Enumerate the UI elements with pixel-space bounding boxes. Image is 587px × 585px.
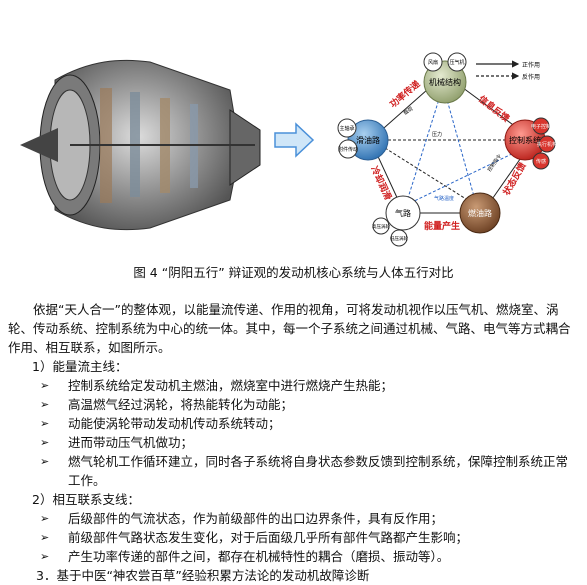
node-gas-path-label: 气路 [395,208,411,218]
sat-right-b: 执行机构 [537,141,557,148]
sat-bl-a: 高压涡轮 [372,223,390,230]
sat-left-a: 主轴承 [339,125,354,132]
five-element-diagram: 正作用 反作用 机械结构 风扇 压气机 滑油路 主轴承 附件传动 控制系统 电子… [337,52,557,247]
figure-caption: 图 4 “阴阳五行” 辩证观的发动机核心系统与人体五行对比 [133,265,454,280]
node-mechanical [423,60,467,104]
sat-bl-b: 低压涡轮 [390,235,408,242]
sat-right-c: 传感 [536,158,546,165]
section1-title: 1）能量流主线： [32,359,128,374]
bullet-item: ➢产生功率传递的部件之间，都存在机械特性的耦合（磨损、振动等）。 [40,549,450,564]
edge-label-energy: 能量产生 [424,220,460,231]
intro-paragraph: 依据“天人合一”的整体观，以能量流传递、作用的视角，可将发动机视作以压气机、燃烧… [8,302,571,355]
node-control-label: 控制系统 [509,135,541,145]
bullet-arrow-icon: ➢ [40,436,50,449]
bullet-item: ➢后级部件的气流状态，作为前级部件的出口边界条件，具有反作用； [40,511,444,526]
sat-left-b: 附件传动 [338,146,358,153]
bullet-item: ➢高温燃气经过涡轮，将热能转化为动能； [40,397,294,412]
edge-label-load: 载荷 [402,105,414,116]
bullet-arrow-icon: ➢ [40,417,50,430]
edge-label-state: 状态反馈 [500,160,528,197]
bullet-item: ➢前级部件气路状态发生变化，对于后面级几乎所有部件气路都产生影响； [40,530,469,545]
bullet-arrow-icon: ➢ [40,398,50,411]
bullet-arrow-icon: ➢ [40,512,50,525]
legend-reverse-label: 反作用 [522,73,540,81]
section2-title: 2）相互联系支线： [32,492,140,507]
node-fuel-label: 燃油路 [468,208,492,218]
sat-top-b: 压气机 [449,59,464,66]
figure-svg: 正作用 反作用 机械结构 风扇 压气机 滑油路 主轴承 附件传动 控制系统 电子… [20,52,557,247]
edge-label-press: 压力 [432,131,442,138]
edge-label-control: 控制指令 [486,153,503,173]
edge-label-power: 功率传递 [387,78,422,110]
edge-label-gastemp: 气路温度 [434,195,454,202]
bullet-item: ➢燃气轮机工作循环建立，同时各子系统将自身状态参数反馈到控制系统，保障控制系统正… [40,454,569,488]
bullet-arrow-icon: ➢ [40,550,50,563]
sat-right-a: 电子控制 [531,123,551,130]
sat-top-a: 风扇 [428,59,438,66]
node-lubrication-label: 滑油路 [356,135,380,145]
bullet-arrow-icon: ➢ [40,531,50,544]
bullet-item: ➢动能使涡轮带动发动机传动系统转动； [40,416,281,431]
bullet-arrow-icon: ➢ [40,455,50,468]
legend-forward-label: 正作用 [522,61,540,69]
transition-arrow [274,122,315,158]
legend: 正作用 反作用 [476,60,540,81]
node-fuel [459,192,501,234]
node-mechanical-label: 机械结构 [429,77,461,87]
engine-illustration [20,59,261,231]
edge-label-info: 信息反馈 [477,93,512,124]
section3-title: 3．基于中医“神农尝百草”经验积累方法论的发动机故障诊断 [36,568,370,583]
bullet-item: ➢进而带动压气机做功； [40,435,194,450]
bullet-arrow-icon: ➢ [40,379,50,392]
node-gas-path [385,195,421,231]
figure: 正作用 反作用 机械结构 风扇 压气机 滑油路 主轴承 附件传动 控制系统 电子… [0,0,587,262]
body-text: 依据“天人合一”的整体观，以能量流传递、作用的视角，可将发动机视作以压气机、燃烧… [8,300,573,585]
bullet-item: ➢控制系统给定发动机主燃油，燃烧室中进行燃烧产生热能； [40,378,394,393]
